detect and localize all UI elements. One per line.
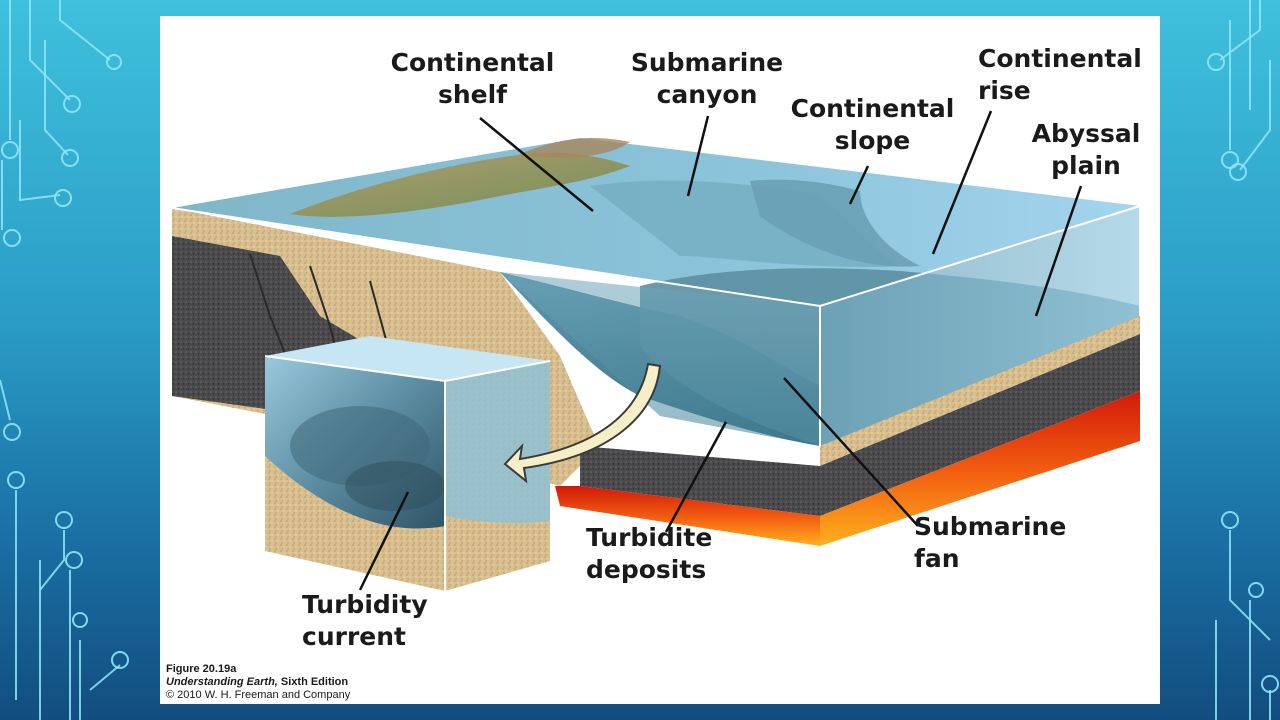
caption-edition: Sixth Edition xyxy=(277,676,349,688)
circuit-decoration-right xyxy=(1207,0,1279,720)
caption-copyright: © 2010 W. H. Freeman and Company xyxy=(166,689,351,701)
caption-source: Understanding Earth, Sixth Edition xyxy=(166,676,350,689)
seafloor-block-diagram xyxy=(171,110,1141,591)
figure-caption: Figure 20.19a Understanding Earth, Sixth… xyxy=(166,663,350,702)
circuit-decoration-left xyxy=(0,0,129,720)
caption-figure-number: Figure 20.19a xyxy=(166,663,237,675)
caption-book-title: Understanding Earth, xyxy=(166,676,278,688)
